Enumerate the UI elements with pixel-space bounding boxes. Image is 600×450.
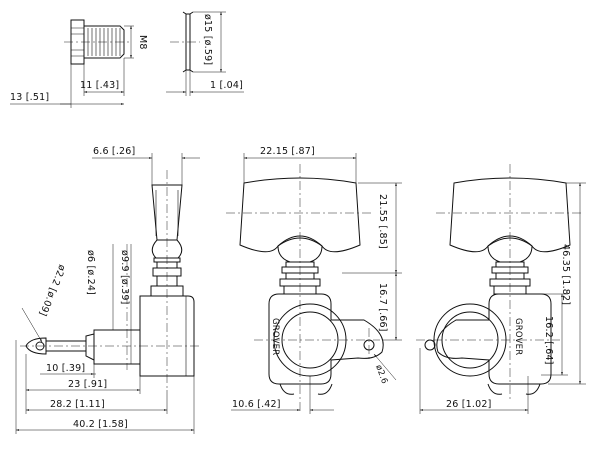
- front-view: GROVER: [226, 164, 384, 412]
- gear-width-label: 26 [1.02]: [446, 399, 491, 410]
- post-to-button-label: 16.7 [.66]: [377, 283, 388, 332]
- post-len-10-label: 10 [.39]: [46, 363, 85, 374]
- gear-offset-label: 10.6 [.42]: [232, 399, 281, 410]
- overall-length-label: 40.2 [1.58]: [73, 419, 128, 430]
- back-view-dimensions: 46.35 [1.82] 16.2 [.64] 26 [1.02]: [419, 182, 586, 414]
- overall-height-label: 46.35 [1.82]: [560, 244, 571, 305]
- washer-dia-label: ø15 [ø.59]: [202, 14, 213, 65]
- front-view-dimensions: 22.15 [.87] 21.55 [.85] 16.7 [.66] ø2.6 …: [231, 146, 402, 414]
- washer-view: ø15 [ø.59] 1 [.04]: [166, 11, 244, 96]
- post-to-screw-label: 16.2 [.64]: [543, 316, 554, 365]
- post-dia-6-label: ø6 [ø.24]: [85, 250, 96, 295]
- washer-thick-label: 1 [.04]: [210, 80, 243, 91]
- back-brand-label: GROVER: [513, 318, 523, 355]
- post-len-23-label: 23 [.91]: [68, 379, 107, 390]
- side-view-dimensions: 6.6 [.26] ø6 [ø.24] ø9.9 [ø.39] ø2.2 [ø.…: [15, 146, 200, 434]
- post-len-28-label: 28.2 [1.11]: [50, 399, 105, 410]
- bushing-thread-label: M8: [137, 35, 148, 50]
- button-height-label: 21.55 [.85]: [377, 194, 388, 249]
- post-dia-tip-label: ø2.2 [ø.09]: [37, 263, 68, 318]
- post-dia-9-label: ø9.9 [ø.39]: [119, 250, 130, 304]
- button-thick-label: 6.6 [.26]: [93, 146, 135, 157]
- back-view: GROVER: [416, 164, 582, 400]
- hole-dia-label: ø2.6: [373, 364, 389, 386]
- bushing-view: M8 11 [.43] 13 [.51]: [10, 19, 148, 108]
- bushing-width-label: 11 [.43]: [80, 80, 119, 91]
- side-view: [20, 170, 200, 390]
- button-width-label: 22.15 [.87]: [260, 146, 315, 157]
- bushing-length-label: 13 [.51]: [10, 92, 49, 103]
- front-brand-label: GROVER: [270, 318, 280, 355]
